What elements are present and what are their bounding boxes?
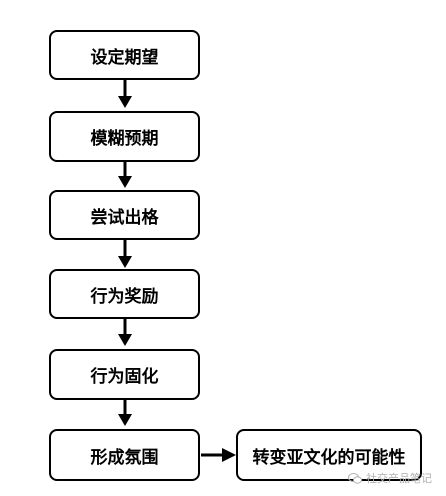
arrow-step2-to-step3	[118, 162, 132, 188]
arrow-step1-to-step2	[118, 80, 132, 108]
flow-step-set-expectation: 设定期望	[49, 30, 200, 80]
flow-outcome-subculture-change: 转变亚文化的可能性	[236, 429, 422, 481]
flow-step-form-atmosphere: 形成氛围	[49, 429, 200, 481]
arrow-step5-to-step6	[118, 400, 132, 426]
flow-step-blur-expectation: 模糊预期	[49, 111, 200, 162]
arrow-step6-to-outcome	[201, 448, 236, 462]
arrow-step4-to-step5	[118, 319, 132, 346]
flow-step-behavior-reward: 行为奖励	[49, 269, 200, 319]
flow-step-try-breaking: 尝试出格	[49, 190, 200, 240]
wechat-icon	[348, 472, 362, 484]
arrow-step3-to-step4	[118, 240, 132, 268]
watermark: 社交产品笔记	[348, 470, 432, 486]
flow-step-behavior-solidify: 行为固化	[49, 349, 200, 400]
watermark-text: 社交产品笔记	[366, 472, 432, 485]
